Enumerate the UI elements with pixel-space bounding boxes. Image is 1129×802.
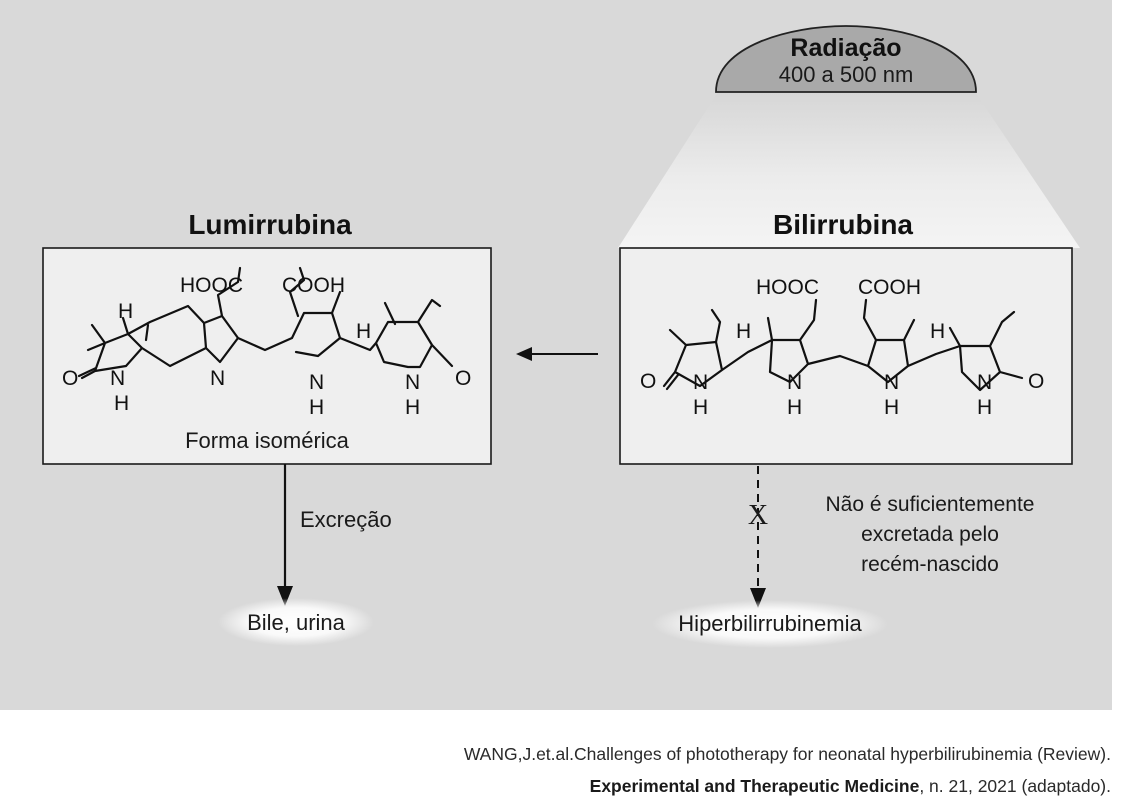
- lum-n1: N: [110, 367, 125, 390]
- lum-n1-h: H: [114, 392, 129, 415]
- lum-cooh: COOH: [282, 274, 345, 297]
- lum-n2: N: [210, 367, 225, 390]
- excretion-label: Excreção: [300, 507, 392, 532]
- lum-o-left: O: [62, 367, 78, 390]
- citation-journal: Experimental and Therapeutic Medicine: [589, 776, 920, 796]
- blocked-note: Não é suficientemente excretada pelo rec…: [826, 493, 1035, 576]
- bil-hooc: HOOC: [756, 276, 819, 299]
- bilirubin-structure: HOOC COOH H H O O N H N H N H N H: [640, 276, 1044, 419]
- bil-cooh: COOH: [858, 276, 921, 299]
- excretion-arrow: [277, 464, 293, 606]
- blocked-note-line-1: Não é suficientemente: [826, 493, 1035, 516]
- citation: WANG,J.et.al.Challenges of phototherapy …: [464, 738, 1111, 802]
- conversion-arrow: [516, 347, 598, 361]
- lum-n3: N: [309, 371, 324, 394]
- lum-h-vinyl: H: [356, 320, 371, 343]
- light-beam: [618, 92, 1080, 248]
- lum-n4-h: H: [405, 396, 420, 419]
- blocked-note-line-3: recém-nascido: [861, 553, 999, 576]
- blocked-mark: X: [748, 500, 768, 531]
- bil-n4: N: [977, 371, 992, 394]
- lum-h-top: H: [118, 300, 133, 323]
- excretion-target-glow: [218, 598, 374, 646]
- lum-n4: N: [405, 371, 420, 394]
- blocked-arrow: [750, 466, 766, 608]
- bil-n3-h: H: [884, 396, 899, 419]
- bil-o-right: O: [1028, 370, 1044, 393]
- bil-n3: N: [884, 371, 899, 394]
- bil-n4-h: H: [977, 396, 992, 419]
- radiation-title: Radiação: [790, 34, 901, 62]
- bil-n2: N: [787, 371, 802, 394]
- lum-o-right: O: [455, 367, 471, 390]
- lumirubin-structure: HOOC COOH H H O O N H N N H N H: [62, 266, 471, 419]
- bil-n1: N: [693, 371, 708, 394]
- lum-hooc: HOOC: [180, 274, 243, 297]
- bil-n2-h: H: [787, 396, 802, 419]
- bilirubin-box: HOOC COOH H H O O N H N H N H N H: [619, 247, 1073, 465]
- bilirubin-title: Bilirrubina: [773, 209, 913, 240]
- bil-o-left: O: [640, 370, 656, 393]
- lumirubin-box: HOOC COOH H H O O N H N N H N H Forma is…: [42, 247, 492, 465]
- bil-n1-h: H: [693, 396, 708, 419]
- lumirubin-title: Lumirrubina: [188, 209, 352, 240]
- lumirubin-subtitle: Forma isomérica: [185, 428, 350, 453]
- radiation-range: 400 a 500 nm: [779, 62, 914, 87]
- bil-h2: H: [930, 320, 945, 343]
- citation-details: , n. 21, 2021 (adaptado).: [919, 776, 1111, 796]
- citation-line-1: WANG,J.et.al.Challenges of phototherapy …: [463, 744, 1111, 764]
- lum-n3-h: H: [309, 396, 324, 419]
- blocked-target-glow: [652, 600, 888, 648]
- radiation-lamp: Radiação 400 a 500 nm: [715, 25, 977, 93]
- citation-line-2: Experimental and Therapeutic Medicine, n…: [464, 770, 1111, 802]
- excretion-target: Bile, urina: [247, 610, 346, 635]
- diagram-panel: Radiação 400 a 500 nm Lumirrubina Bilirr…: [0, 0, 1112, 710]
- blocked-target: Hiperbilirrubinemia: [678, 611, 862, 636]
- bil-h1: H: [736, 320, 751, 343]
- blocked-note-line-2: excretada pelo: [861, 523, 999, 546]
